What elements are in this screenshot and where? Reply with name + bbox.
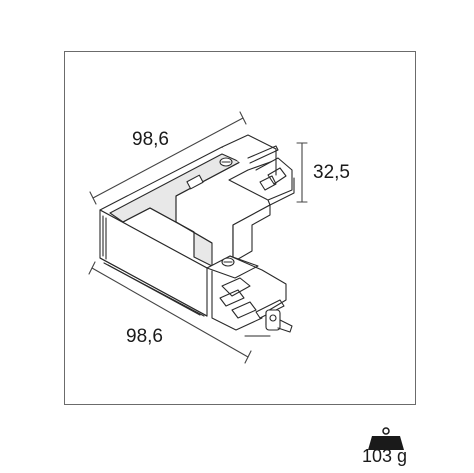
dimension-line-top <box>89 111 247 205</box>
connector-body <box>99 146 271 317</box>
screw-lower <box>221 257 235 267</box>
height-label: 32,5 <box>313 162 350 183</box>
track-end-lower <box>206 255 293 337</box>
track-end-upper <box>221 134 295 206</box>
dimension-line-bottom <box>88 261 252 364</box>
drawing-frame <box>64 51 416 405</box>
label-plate <box>186 174 204 190</box>
weight-label: 103 g <box>362 446 408 466</box>
weight-icon <box>368 427 404 450</box>
bottom-length-label: 98,6 <box>126 326 163 347</box>
screw-upper <box>219 157 233 167</box>
dimension-line-height <box>296 142 308 203</box>
top-length-label: 98,6 <box>132 129 169 150</box>
